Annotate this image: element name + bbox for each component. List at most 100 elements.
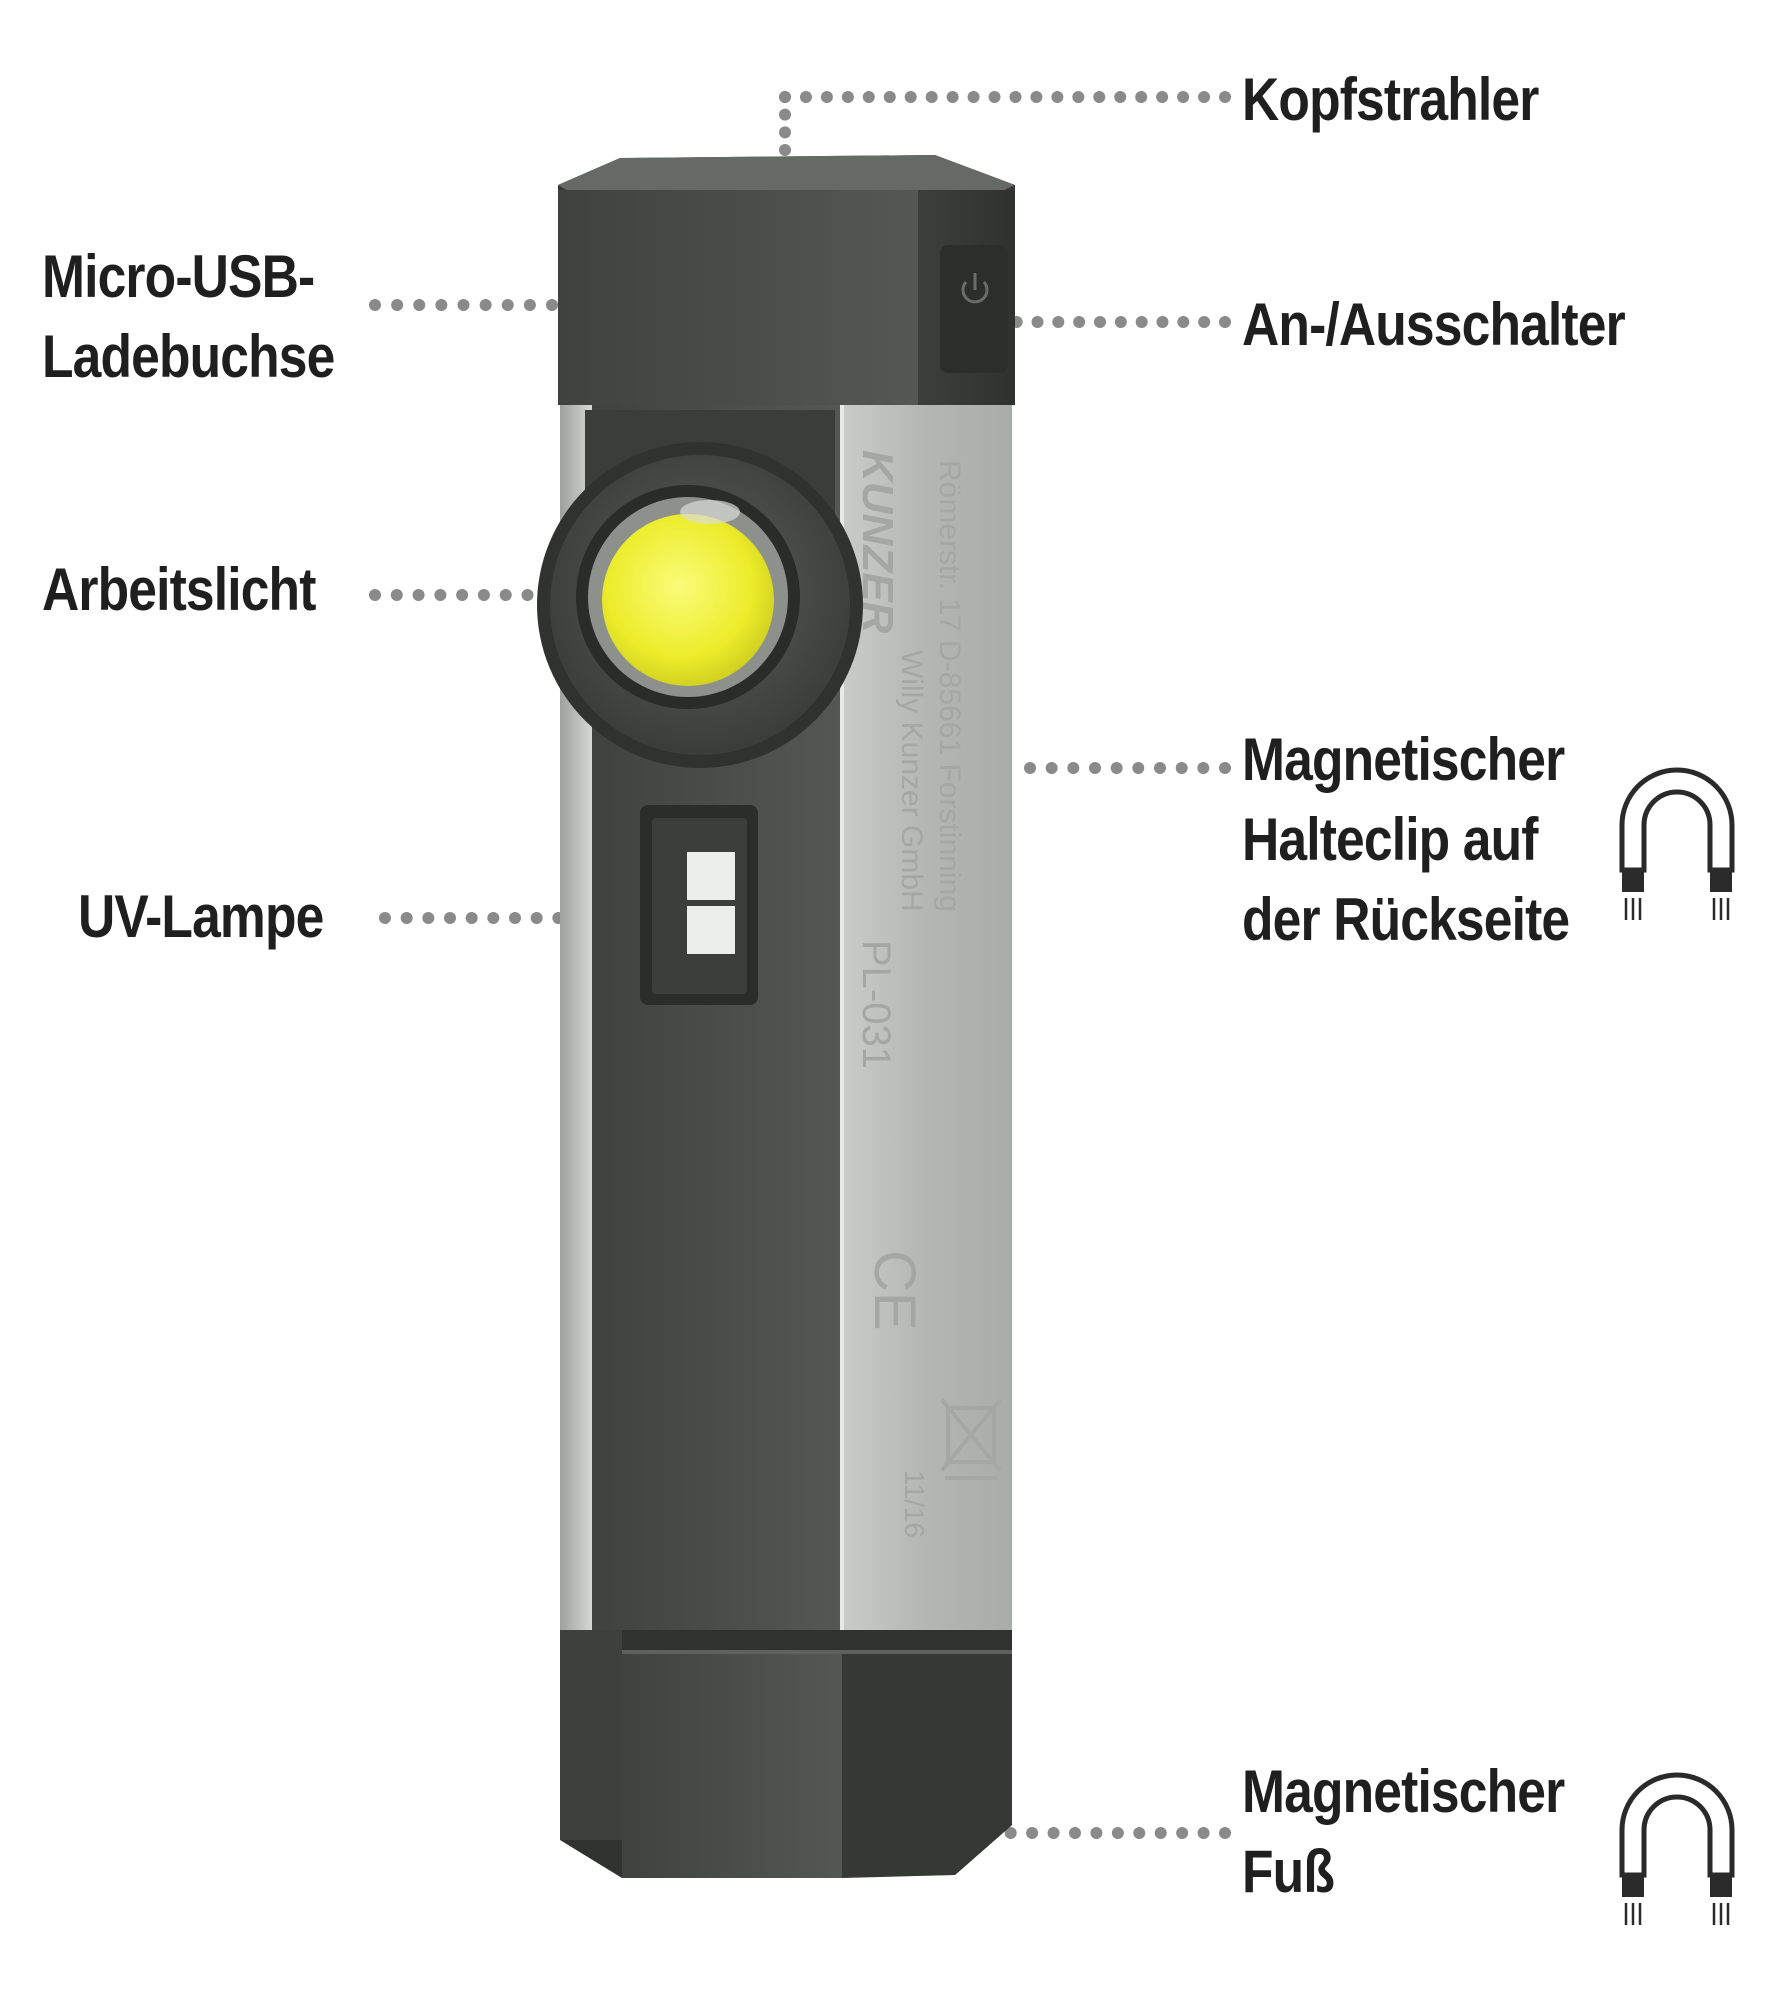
- ce-mark-icon: CE: [862, 1250, 927, 1331]
- leader-dot: [1067, 762, 1080, 774]
- leader-dot: [1177, 316, 1190, 328]
- leader-dot: [1047, 1827, 1060, 1839]
- leader-dot: [499, 589, 512, 601]
- leader-dot: [1004, 1827, 1017, 1839]
- leader-dot: [1009, 91, 1022, 103]
- leader-dot: [391, 299, 404, 311]
- leader-dot: [435, 299, 448, 311]
- product-print: KUNZER PL-031 Willy Kunzer GmbH Römerstr…: [853, 450, 966, 1538]
- leader-dot: [1198, 316, 1211, 328]
- cob-led: [602, 514, 774, 686]
- leader-dot: [477, 589, 490, 601]
- leader-dot: [1177, 91, 1190, 103]
- leader-dot: [1156, 91, 1169, 103]
- leader-dot: [1156, 316, 1169, 328]
- leader-dot: [1051, 91, 1064, 103]
- leader-dot: [1154, 762, 1166, 774]
- magnet-icon: [1619, 1772, 1735, 1925]
- power-icon: [961, 273, 989, 304]
- leader-dot: [546, 299, 558, 311]
- leader-dot: [1132, 762, 1145, 774]
- leader-dot: [1219, 762, 1231, 774]
- leader-dot: [390, 589, 403, 601]
- date-code: 11/16: [899, 1470, 930, 1538]
- leader-dot: [521, 589, 534, 601]
- leader-dot: [501, 299, 514, 311]
- leader-dot: [1026, 1827, 1039, 1839]
- leader-dot: [1219, 316, 1231, 328]
- head-cap: [558, 155, 1015, 405]
- leader-dot: [946, 91, 959, 103]
- leader-dot: [1072, 91, 1085, 103]
- leader-dot: [1176, 1827, 1189, 1839]
- leader-dot: [779, 126, 791, 139]
- leader-dot: [1198, 91, 1211, 103]
- leader-dot: [1111, 1827, 1124, 1839]
- model-text: PL-031: [854, 940, 898, 1069]
- leader-dot: [1090, 1827, 1103, 1839]
- leader-dot: [1219, 91, 1231, 103]
- leader-dot: [1133, 1827, 1146, 1839]
- leader-dot: [988, 91, 1001, 103]
- leader-kopfstrahler: [779, 91, 1231, 156]
- label-uv-lampe: UV-Lampe: [78, 883, 324, 950]
- leader-dot: [456, 589, 469, 601]
- leader-dot: [523, 299, 536, 311]
- leader-dot: [422, 912, 435, 924]
- work-light: [537, 410, 863, 768]
- leader-dot: [434, 589, 447, 601]
- leader-dot: [1175, 762, 1188, 774]
- leader-dot: [479, 299, 492, 311]
- power-button[interactable]: [940, 245, 1008, 373]
- leader-dot: [487, 912, 500, 924]
- leader-dot: [883, 91, 896, 103]
- leader-dot: [967, 91, 980, 103]
- leader-dot: [369, 299, 381, 311]
- leader-dot: [1197, 1827, 1210, 1839]
- leader-usb: [369, 299, 558, 311]
- leader-dot: [1024, 762, 1036, 774]
- leader-dot: [1093, 91, 1106, 103]
- leader-dot: [820, 91, 833, 103]
- leader-dot: [530, 912, 543, 924]
- leader-dot: [412, 589, 425, 601]
- leader-dot: [779, 144, 791, 156]
- leader-dot: [779, 91, 791, 103]
- leader-dot: [369, 589, 381, 601]
- leader-dot: [465, 912, 478, 924]
- leader-dot: [1135, 91, 1148, 103]
- leader-dot: [379, 912, 391, 924]
- leader-dot: [925, 91, 938, 103]
- leader-dot: [779, 108, 791, 121]
- leader-dot: [1197, 762, 1210, 774]
- magnet-icon: [1619, 767, 1735, 920]
- leader-dot: [1114, 316, 1127, 328]
- leader-dot: [457, 299, 470, 311]
- uv-lamp: [640, 805, 758, 1005]
- leader-dot: [509, 912, 521, 924]
- leader-dot: [1094, 316, 1106, 328]
- leader-dot: [413, 299, 426, 311]
- address-text: Römerstr. 17 D-85661 Forstinning: [933, 460, 966, 912]
- leader-dot: [1031, 316, 1044, 328]
- leader-dot: [1219, 1827, 1231, 1839]
- label-schalter: An-/Ausschalter: [1242, 291, 1626, 358]
- leader-dot: [841, 91, 854, 103]
- leader-dot: [904, 91, 917, 103]
- leader-dot: [1045, 762, 1058, 774]
- weee-bin-icon: [940, 1398, 1002, 1480]
- leader-dot: [1069, 1827, 1081, 1839]
- maker-text: Willy Kunzer GmbH: [895, 650, 928, 912]
- leader-clip: [1024, 762, 1231, 774]
- leader-dot: [1110, 762, 1123, 774]
- label-micro-usb: Micro-USB-Ladebuchse: [42, 243, 335, 390]
- label-arbeitslicht: Arbeitslicht: [42, 556, 316, 623]
- leader-dot: [1052, 316, 1065, 328]
- leader-dot: [1114, 91, 1127, 103]
- leader-dot: [799, 91, 812, 103]
- leader-dot: [1135, 316, 1148, 328]
